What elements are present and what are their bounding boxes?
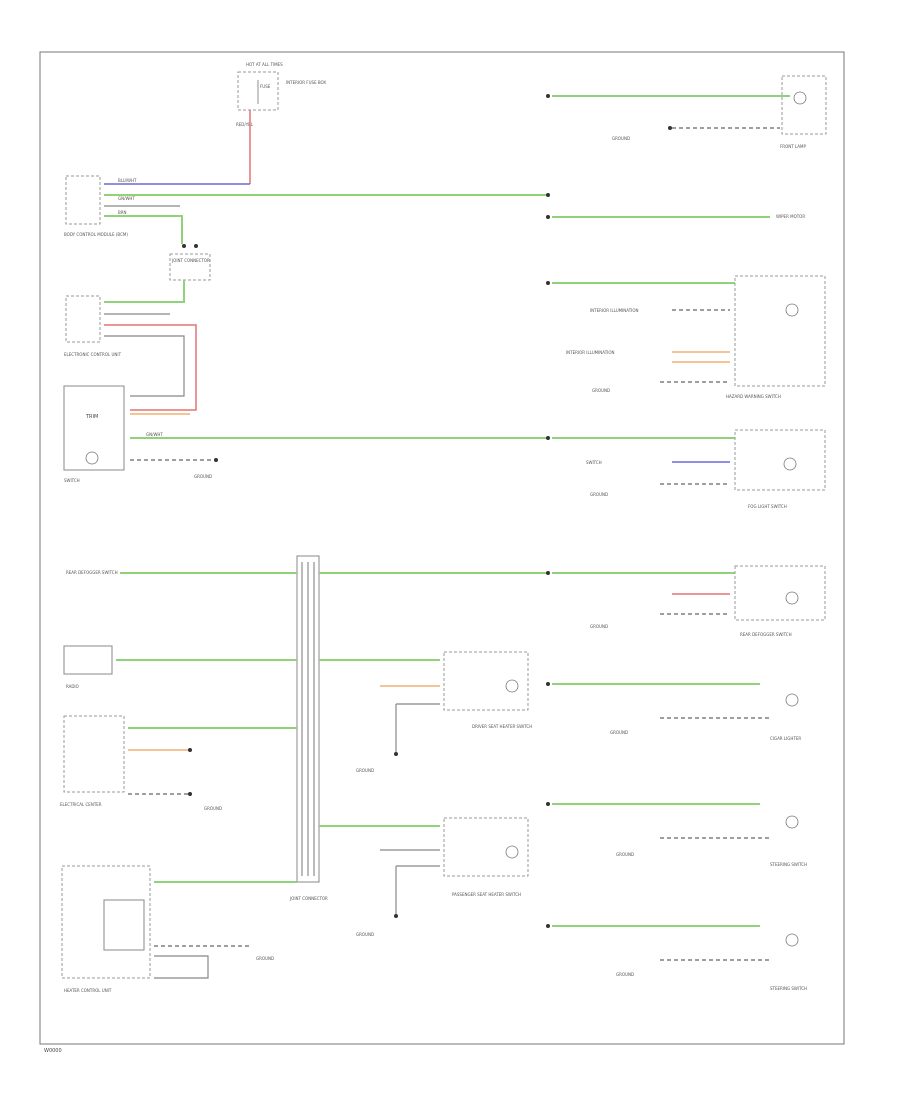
cigar-lighter-symbol bbox=[785, 693, 799, 707]
connector-dot-3 bbox=[546, 94, 550, 98]
svg-text:HAZARD WARNING SWITCH: HAZARD WARNING SWITCH bbox=[726, 394, 781, 399]
diagram-frame bbox=[39, 51, 845, 1045]
svg-text:FRONT LAMP: FRONT LAMP bbox=[780, 144, 806, 149]
wire-gray-driver bbox=[395, 703, 440, 752]
label-rear-defog-left: REAR DEFOGGER SWITCH bbox=[66, 570, 118, 575]
svg-text:HOT AT ALL TIMES: HOT AT ALL TIMES bbox=[246, 62, 283, 67]
label-cigar: CIGAR LIGHTER bbox=[770, 736, 801, 741]
fuse-box: HOT AT ALL TIMES FUSE INTERIOR FUSE BOX bbox=[237, 62, 326, 111]
wire-label-red-top: RED/YEL bbox=[236, 122, 254, 127]
wire-red-ecu bbox=[104, 324, 197, 411]
label-ground-d: GROUND bbox=[590, 492, 608, 497]
label-interior-a: INTERIOR ILLUMINATION bbox=[590, 308, 638, 313]
label-switch-c: SWITCH bbox=[586, 460, 602, 465]
label-front-ground: GROUND bbox=[612, 136, 630, 141]
connector-dot-1 bbox=[546, 193, 550, 197]
hazard-warning-switch: HAZARD WARNING SWITCH bbox=[726, 275, 826, 399]
wire-heater-gray bbox=[154, 955, 209, 979]
passenger-seat-heater-switch: PASSENGER SEAT HEATER SWITCH bbox=[443, 817, 529, 897]
body-control-module: BODY CONTROL MODULE (BCM) bbox=[64, 175, 128, 237]
svg-text:INTERIOR FUSE BOX: INTERIOR FUSE BOX bbox=[286, 80, 326, 85]
wire-gray-passenger2 bbox=[395, 865, 440, 914]
wire-green-connector-down bbox=[104, 280, 185, 303]
svg-text:FUSE: FUSE bbox=[260, 84, 271, 89]
svg-text:FOG LIGHT SWITCH: FOG LIGHT SWITCH bbox=[748, 504, 787, 509]
svg-text:SWITCH: SWITCH bbox=[64, 478, 80, 483]
rear-defogger-switch: REAR DEFOGGER SWITCH bbox=[734, 565, 826, 637]
label-seat-ground-b: GROUND bbox=[356, 932, 374, 937]
svg-text:ELECTRONIC CONTROL UNIT: ELECTRONIC CONTROL UNIT bbox=[64, 352, 122, 357]
svg-text:JOINT CONNECTOR: JOINT CONNECTOR bbox=[289, 896, 328, 901]
fog-light-switch: FOG LIGHT SWITCH bbox=[734, 429, 826, 509]
electrical-center: ELECTRICAL CENTER bbox=[60, 715, 125, 807]
svg-text:REAR DEFOGGER SWITCH: REAR DEFOGGER SWITCH bbox=[740, 632, 792, 637]
joint-connector-bus: JOINT CONNECTOR bbox=[289, 555, 328, 901]
wire-label-gn3: GN/WHT bbox=[146, 432, 163, 437]
wire-gray-ecu2 bbox=[104, 335, 185, 397]
trim-switch: TRIM SWITCH bbox=[63, 385, 125, 483]
wire-label-gn1: GN/WHT bbox=[118, 196, 135, 201]
svg-text:JOINT CONNECTOR: JOINT CONNECTOR bbox=[171, 258, 210, 263]
label-steering-left: STEERING SWITCH bbox=[770, 862, 807, 867]
label-seat-ground-a: GROUND bbox=[356, 768, 374, 773]
connector-dot-5 bbox=[546, 281, 550, 285]
label-ground-f: GROUND bbox=[204, 806, 222, 811]
label-wiper: WIPER MOTOR bbox=[776, 214, 805, 219]
steering-switch-symbol-1 bbox=[785, 815, 799, 829]
label-ground-c: GROUND bbox=[592, 388, 610, 393]
label-steer-ground-a: GROUND bbox=[616, 852, 634, 857]
svg-text:HEATER CONTROL UNIT: HEATER CONTROL UNIT bbox=[64, 988, 112, 993]
ecu-block: ELECTRONIC CONTROL UNIT bbox=[64, 295, 122, 357]
svg-text:ELECTRICAL CENTER: ELECTRICAL CENTER bbox=[60, 802, 102, 807]
driver-seat-heater-switch: DRIVER SEAT HEATER SWITCH bbox=[443, 651, 532, 729]
label-ground-g: GROUND bbox=[256, 956, 274, 961]
wire-label-blue: BLU/WHT bbox=[118, 178, 137, 183]
svg-text:PASSENGER SEAT HEATER SWITCH: PASSENGER SEAT HEATER SWITCH bbox=[452, 892, 521, 897]
wire-green-bcm-down bbox=[104, 215, 183, 244]
wire-label-gn2: BRN bbox=[118, 210, 127, 215]
svg-text:BODY CONTROL MODULE (BCM): BODY CONTROL MODULE (BCM) bbox=[64, 232, 128, 237]
label-ground-trim: GROUND bbox=[194, 474, 212, 479]
label-interior-b: INTERIOR ILLUMINATION bbox=[566, 350, 614, 355]
front-lamp: FRONT LAMP bbox=[780, 75, 827, 149]
label-steer-ground-b: GROUND bbox=[616, 972, 634, 977]
footer-code: W0000 bbox=[44, 1048, 62, 1054]
joint-connector-mid: JOINT CONNECTOR bbox=[169, 244, 211, 281]
label-steering-right: STEERING SWITCH bbox=[770, 986, 807, 991]
connector-dot-4 bbox=[546, 215, 550, 219]
label-cigar-ground: GROUND bbox=[610, 730, 628, 735]
svg-text:TRIM: TRIM bbox=[85, 414, 98, 420]
radio-unit: RADIO bbox=[63, 645, 113, 689]
steering-switch-symbol-2 bbox=[785, 933, 799, 947]
label-ground-e: GROUND bbox=[590, 624, 608, 629]
svg-text:RADIO: RADIO bbox=[66, 684, 79, 689]
svg-text:DRIVER SEAT HEATER SWITCH: DRIVER SEAT HEATER SWITCH bbox=[472, 724, 532, 729]
heater-control-unit: HEATER CONTROL UNIT bbox=[61, 865, 151, 993]
connector-dot-2 bbox=[546, 436, 550, 440]
